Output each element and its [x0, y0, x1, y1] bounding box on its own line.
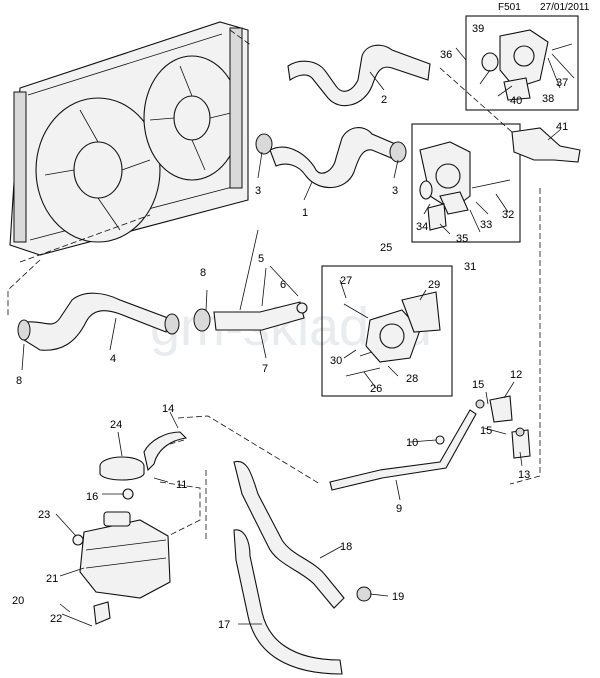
outlet-kit-box-36 [465, 15, 579, 111]
callout-10: 10 [406, 437, 418, 449]
callout-15b: 15 [480, 425, 492, 437]
callout-33: 33 [480, 219, 492, 231]
callout-19: 19 [392, 591, 404, 603]
callout-28: 28 [406, 373, 418, 385]
callout-13: 13 [518, 469, 530, 481]
callout-23: 23 [38, 509, 50, 521]
callout-32: 32 [502, 209, 514, 221]
bypass-pipe-9 [329, 409, 477, 491]
callout-40: 40 [510, 95, 522, 107]
hose-clamp-3b [389, 141, 407, 163]
clip-16 [122, 488, 134, 500]
callout-16: 16 [86, 491, 98, 503]
level-sensor-22 [93, 601, 111, 625]
diagram-code: F501 [498, 2, 521, 13]
callout-41: 41 [556, 121, 568, 133]
callout-31: 31 [464, 261, 476, 273]
callout-24: 24 [110, 419, 122, 431]
callout-3a: 3 [255, 185, 261, 197]
callout-8a: 8 [16, 375, 22, 387]
callout-25: 25 [380, 242, 392, 254]
hose-clamp-3a [255, 133, 273, 155]
callout-2: 2 [381, 94, 387, 106]
seal-ring-6 [296, 302, 308, 314]
callout-11: 11 [176, 479, 187, 491]
hose-18 [233, 460, 345, 609]
outlet-pipe-41 [511, 127, 581, 163]
callout-14: 14 [162, 403, 174, 415]
upper-hose-1 [269, 127, 401, 189]
callout-7: 7 [262, 363, 268, 375]
callout-35: 35 [456, 233, 468, 245]
callout-15a: 15 [472, 379, 484, 391]
callout-1: 1 [302, 207, 308, 219]
bleed-hose-14 [143, 431, 188, 472]
expansion-tank [79, 519, 171, 599]
bolt-23 [72, 534, 84, 546]
callout-30: 30 [330, 355, 342, 367]
callout-26: 26 [370, 383, 382, 395]
callout-29: 29 [428, 279, 440, 291]
callout-39: 39 [472, 23, 484, 35]
radiator-fan-assembly [9, 21, 249, 256]
callout-8b: 8 [200, 267, 206, 279]
callout-9: 9 [396, 503, 402, 515]
diagram-date: 27/01/2011 [540, 2, 590, 13]
lower-hose-4 [23, 292, 169, 351]
callout-3b: 3 [392, 185, 398, 197]
callout-4: 4 [110, 353, 116, 365]
thermostat-housing-box-25 [321, 265, 453, 397]
callout-12: 12 [510, 369, 522, 381]
callout-34: 34 [416, 221, 428, 233]
hose-clamp-8a [17, 319, 31, 341]
callout-37: 37 [556, 77, 568, 89]
hose-17 [233, 529, 343, 675]
connector-12 [489, 395, 513, 423]
callout-22: 22 [50, 613, 62, 625]
callout-21: 21 [46, 573, 58, 585]
hose-clamp-8b [193, 308, 211, 332]
callout-36: 36 [440, 49, 452, 61]
callout-6: 6 [280, 279, 286, 291]
callout-5: 5 [258, 253, 264, 265]
bolt-10 [435, 435, 445, 445]
callout-18: 18 [340, 541, 352, 553]
lower-hose-pipe-7 [213, 301, 305, 331]
upper-hose-2 [287, 44, 431, 107]
hose-clamp-19 [356, 586, 372, 602]
callout-17: 17 [218, 619, 230, 631]
callout-20: 20 [12, 595, 24, 607]
callout-27: 27 [340, 275, 352, 287]
callout-38: 38 [542, 93, 554, 105]
thermostat-kit-box-31 [411, 123, 521, 243]
